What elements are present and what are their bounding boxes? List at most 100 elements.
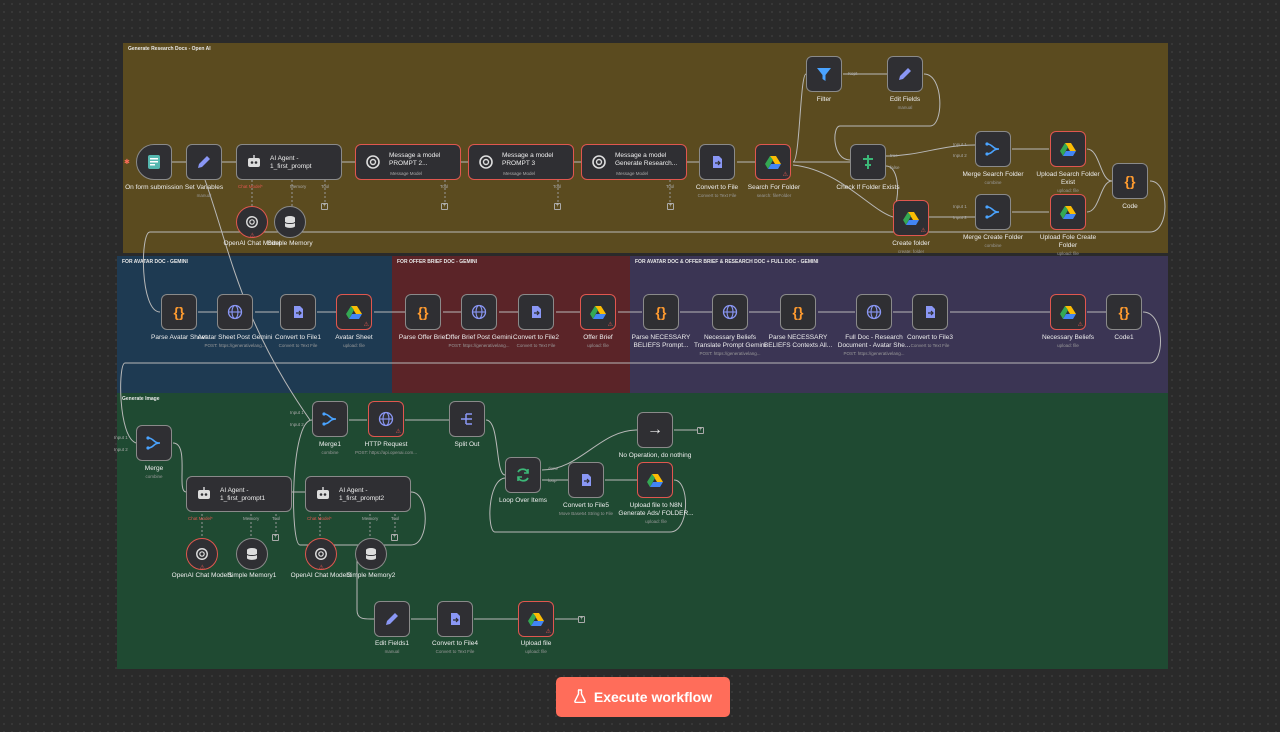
node-avatar-sheet-post-gemini[interactable]	[217, 294, 253, 330]
node-edit-fields[interactable]	[887, 56, 923, 92]
add-tool-button[interactable]: +	[272, 534, 279, 541]
node-convert-to-file3[interactable]	[912, 294, 948, 330]
handle-tool: Tool	[666, 184, 675, 189]
node-avatar-sheet[interactable]: ⚠	[336, 294, 372, 330]
node-subtitle: Convert to Text File	[910, 343, 950, 348]
execute-workflow-button[interactable]: Execute workflow	[556, 677, 730, 717]
node-simple-memory[interactable]	[274, 206, 306, 238]
node-subtitle: upload: file	[1057, 188, 1079, 193]
node-offer-brief[interactable]: ⚠	[580, 294, 616, 330]
node-merge-create-folder[interactable]	[975, 194, 1011, 230]
node-full-doc-research[interactable]	[856, 294, 892, 330]
node-openai-chat-model1[interactable]: ⚠	[186, 538, 218, 571]
file-icon	[922, 304, 938, 320]
node-code1[interactable]: {}	[1106, 294, 1142, 330]
node-ai-agent-prompt1[interactable]: AI Agent -1_first_prompt1	[186, 476, 292, 512]
handle-chat-model: Chat Model*	[188, 516, 213, 521]
node-label: Offer Brief Post Gemini	[445, 334, 513, 341]
node-label: Edit Fields1	[375, 640, 409, 647]
warning-icon: ⚠	[1077, 322, 1083, 328]
node-necessary-beliefs-translate[interactable]	[712, 294, 748, 330]
node-loop-over-items[interactable]	[505, 457, 541, 493]
handle-input2: Input 2	[953, 153, 967, 158]
node-title-line2: PROMPT 3	[502, 159, 536, 167]
node-label: Loop Over Items	[498, 497, 548, 504]
node-convert-to-file[interactable]	[699, 144, 735, 180]
node-http-request[interactable]: ⚠	[368, 401, 404, 437]
node-no-operation[interactable]: →	[637, 412, 673, 448]
robot-icon	[195, 485, 213, 503]
add-tool-button[interactable]: +	[554, 203, 561, 210]
warning-icon: ⚠	[607, 322, 613, 328]
node-search-for-folder[interactable]: ⚠	[755, 144, 791, 180]
node-create-folder[interactable]: ⚠	[893, 200, 929, 236]
node-upload-create-folder[interactable]	[1050, 194, 1086, 230]
node-parse-necessary-beliefs-prompt[interactable]: {}	[643, 294, 679, 330]
sticky-full-doc-gemini[interactable]: FOR AVATAR DOC & OFFER BRIEF & RESEARCH …	[630, 256, 1168, 393]
globe-icon	[227, 304, 243, 320]
node-parse-offer-brief[interactable]: {}	[405, 294, 441, 330]
robot-icon	[245, 153, 263, 171]
add-tool-button[interactable]: +	[321, 203, 328, 210]
node-merge[interactable]	[136, 425, 172, 461]
file-icon	[528, 304, 544, 320]
add-node-button[interactable]: +	[697, 427, 704, 434]
handle-tool: Tool	[440, 184, 449, 189]
node-label: HTTP Request	[364, 441, 408, 448]
node-openai-chat-model2[interactable]: ⚠	[305, 538, 337, 571]
node-label: Check If Folder Exists	[836, 184, 900, 191]
warning-icon: ⚠	[545, 629, 551, 635]
loop-icon	[515, 467, 531, 483]
node-label: No Operation, do nothing	[618, 452, 692, 459]
add-tool-button[interactable]: +	[441, 203, 448, 210]
node-label: Convert to File4	[432, 640, 478, 647]
node-offer-brief-post-gemini[interactable]	[461, 294, 497, 330]
handle-tool: Tool	[553, 184, 562, 189]
node-convert-to-file2[interactable]	[518, 294, 554, 330]
node-filter[interactable]	[806, 56, 842, 92]
node-label: Set Variables	[184, 184, 224, 191]
node-merge-search-folder[interactable]	[975, 131, 1011, 167]
node-subtitle: POST: https://generativelang...	[699, 351, 761, 356]
file-icon	[290, 304, 306, 320]
node-simple-memory1[interactable]	[236, 538, 268, 570]
node-convert-to-file5[interactable]	[568, 462, 604, 498]
node-parse-avatar-sheet[interactable]: {}	[161, 294, 197, 330]
node-simple-memory2[interactable]	[355, 538, 387, 570]
node-edit-fields1[interactable]	[374, 601, 410, 637]
node-code[interactable]: {}	[1112, 163, 1148, 199]
openai-icon	[478, 154, 494, 170]
node-upload-search-folder[interactable]	[1050, 131, 1086, 167]
node-necessary-beliefs[interactable]: ⚠	[1050, 294, 1086, 330]
node-convert-to-file1[interactable]	[280, 294, 316, 330]
gdrive-icon	[903, 211, 919, 225]
node-split-out[interactable]	[449, 401, 485, 437]
node-label: Simple Memory	[267, 240, 313, 247]
node-openai-chat-model[interactable]: ⚠	[236, 206, 268, 239]
node-upload-file[interactable]: ⚠	[518, 601, 554, 637]
node-ai-agent-prompt2[interactable]: AI Agent -1_first_prompt2	[305, 476, 411, 512]
node-subtitle: POST: https://generativelang...	[204, 343, 266, 348]
node-parse-necessary-beliefs-contexts[interactable]: {}	[780, 294, 816, 330]
node-check-if-folder-exists[interactable]	[850, 144, 886, 180]
node-label: Create folder	[892, 240, 930, 247]
warning-icon: ⚠	[395, 429, 401, 435]
node-merge1[interactable]	[312, 401, 348, 437]
node-upload-file-n8n[interactable]	[637, 462, 673, 498]
add-tool-button[interactable]: +	[391, 534, 398, 541]
robot-icon	[314, 485, 332, 503]
add-node-button[interactable]: +	[578, 616, 585, 623]
add-tool-button[interactable]: +	[667, 203, 674, 210]
node-on-form-submission[interactable]	[136, 144, 172, 180]
node-convert-to-file4[interactable]	[437, 601, 473, 637]
handle-memory: Memory	[362, 516, 379, 521]
db-icon	[365, 547, 377, 561]
node-set-variables[interactable]	[186, 144, 222, 180]
node-ai-agent[interactable]: AI Agent -1_first_prompt	[236, 144, 342, 180]
pencil-icon	[195, 153, 213, 171]
node-label: Edit Fields	[889, 96, 921, 103]
